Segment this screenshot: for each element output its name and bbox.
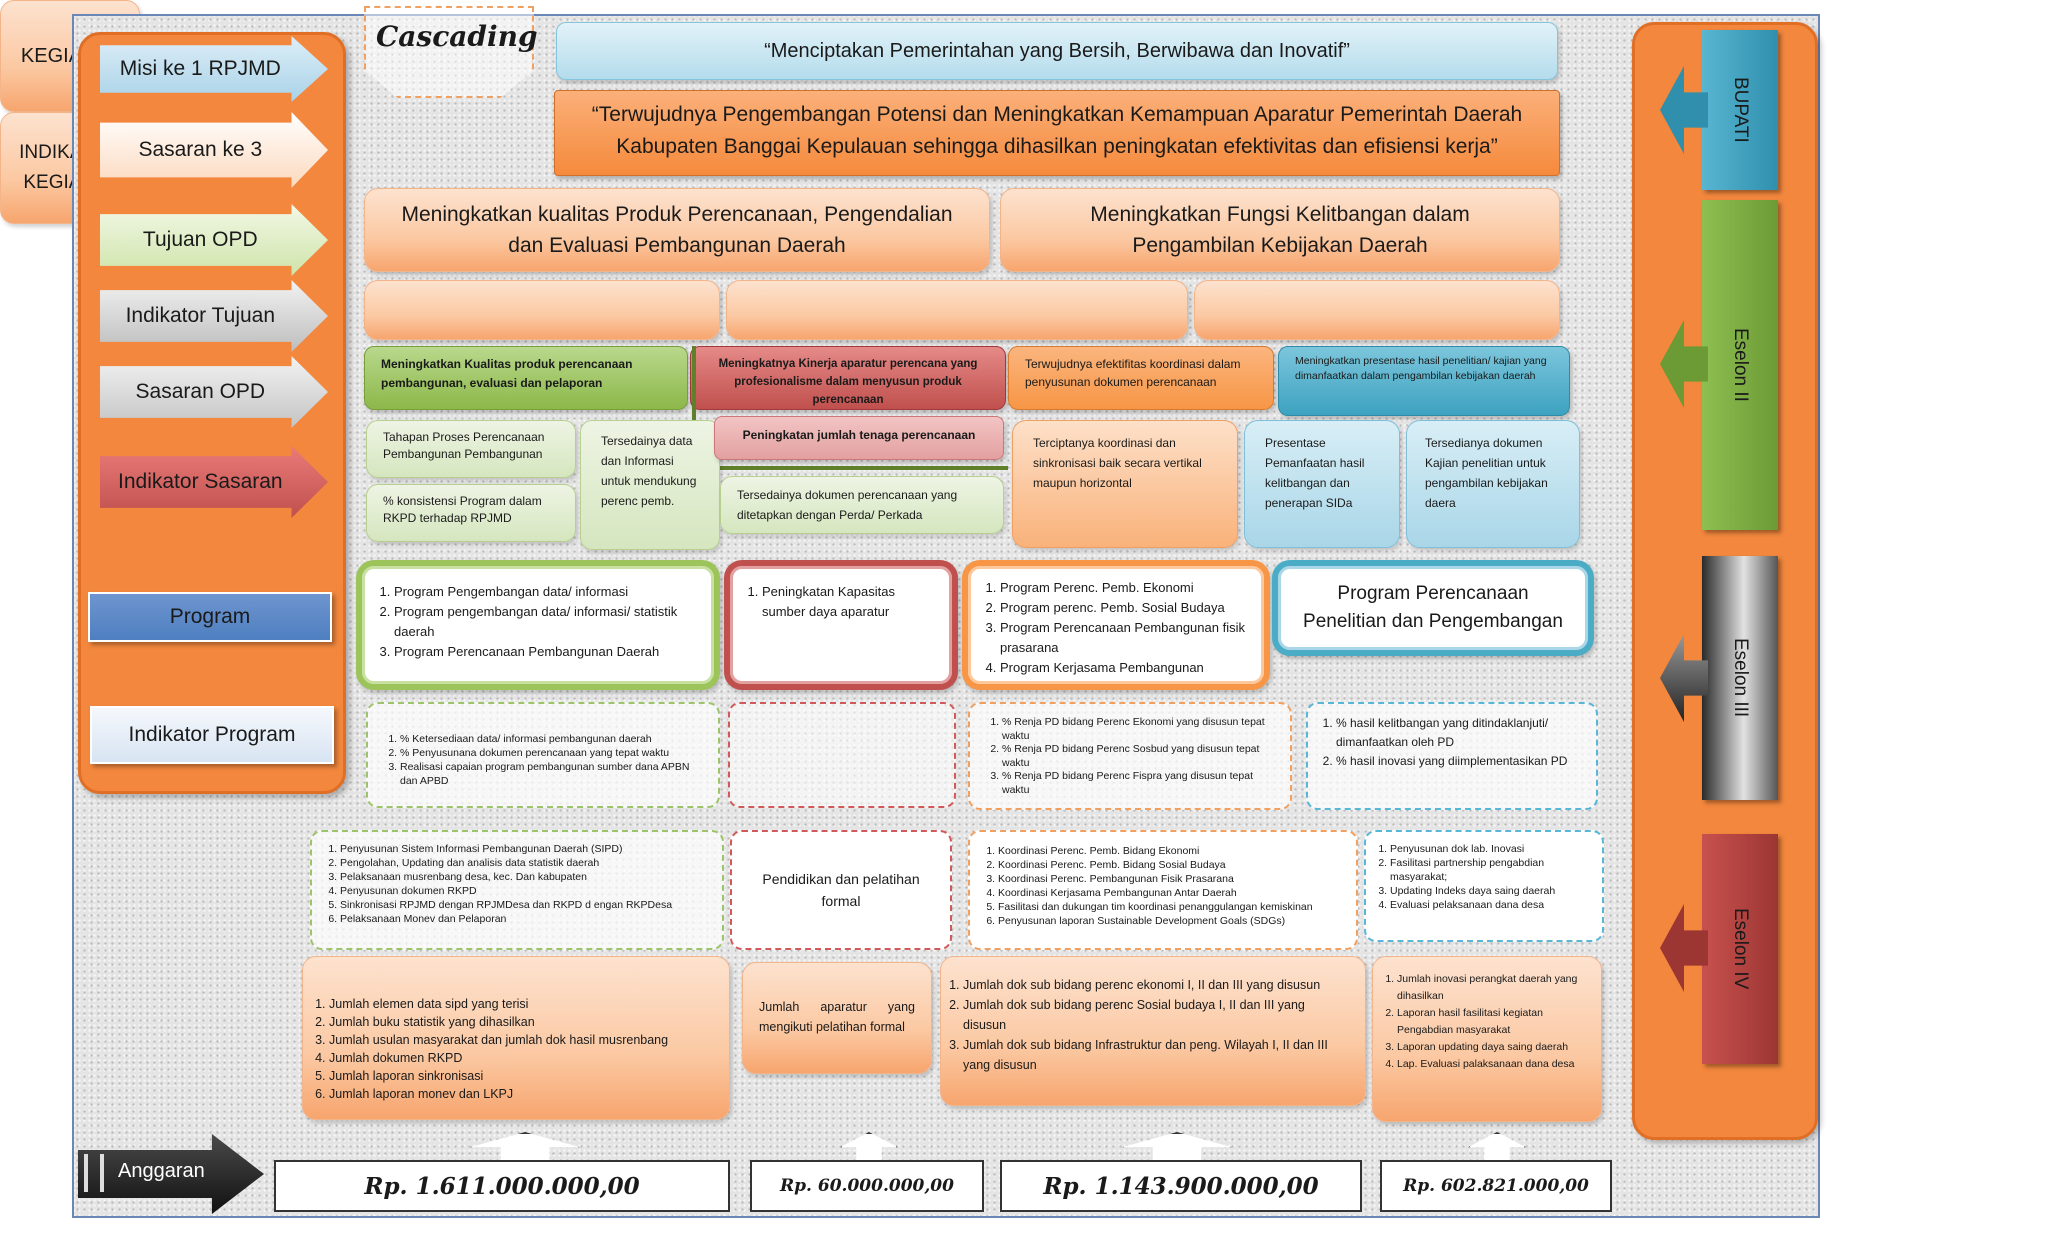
anggaran-value-2: Rp. 60.000.000,00: [750, 1160, 984, 1212]
legend-sasaran: Sasaran ke 3: [100, 112, 328, 188]
kegiatan-orange: Koordinasi Perenc. Pemb. Bidang EkonomiK…: [968, 830, 1358, 950]
indikator-program-red: [728, 702, 956, 808]
legend-indikator-tujuan: Indikator Tujuan: [100, 280, 328, 352]
kegiatan-blue: Penyusunan dok lab. InovasiFasilitasi pa…: [1364, 830, 1604, 942]
page-title: Cascading: [376, 20, 538, 53]
program-box-red: Peningkatan Kapasitas sumber daya aparat…: [724, 560, 958, 690]
program-box-green: Program Pengembangan data/ informasiProg…: [356, 560, 720, 690]
program-box-orange: Program Perenc. Pemb. EkonomiProgram per…: [962, 560, 1270, 690]
visi-box: “Menciptakan Pemerintahan yang Bersih, B…: [556, 22, 1558, 80]
indikator-tujuan-box-2: [726, 280, 1188, 340]
indikator-sasaran-g3: Tersedainya data dan Informasi untuk men…: [580, 420, 720, 550]
misi-box: “Terwujudnya Pengembangan Potensi dan Me…: [554, 90, 1560, 176]
indikator-kegiatan-red: Jumlah aparatur yang mengikuti pelatihan…: [742, 962, 932, 1074]
indikator-program-orange: % Renja PD bidang Perenc Ekonomi yang di…: [968, 702, 1292, 810]
sasaran-opd-4: Meningkatkan presentase hasil penelitian…: [1278, 346, 1570, 416]
indikator-kegiatan-blue: Jumlah inovasi perangkat daerah yang dih…: [1372, 956, 1602, 1122]
indikator-sasaran-g2: % konsistensi Program dalam RKPD terhada…: [366, 484, 576, 542]
indikator-kegiatan-orange: Jumlah dok sub bidang perenc ekonomi I, …: [940, 956, 1366, 1106]
anggaran-value-1: Rp. 1.611.000.000,00: [274, 1160, 730, 1212]
tier-eselon4: Eselon IV: [1702, 834, 1778, 1064]
tier-eselon3: Eselon III: [1702, 556, 1778, 800]
connector-line: [692, 346, 696, 470]
program-list-orange: Program Perenc. Pemb. EkonomiProgram per…: [982, 578, 1250, 678]
tujuan-box-1: Meningkatkan kualitas Produk Perencanaan…: [364, 188, 990, 272]
indikator-sasaran-r1: Peningkatan jumlah tenaga perencanaan: [714, 416, 1004, 460]
indikator-program-blue: % hasil kelitbangan yang ditindaklanjuti…: [1306, 702, 1598, 810]
tujuan-box-2: Meningkatkan Fungsi Kelitbangan dalam Pe…: [1000, 188, 1560, 272]
legend-misi: Misi ke 1 RPJMD: [100, 36, 328, 102]
indikator-sasaran-g4: Tersedainya dokumen perencanaan yang dit…: [720, 476, 1004, 534]
title-badge: [364, 6, 534, 98]
indikator-program-green: % Ketersediaan data/ informasi pembangun…: [366, 702, 720, 808]
indikator-kegiatan-green: Jumlah elemen data sipd yang terisiJumla…: [302, 956, 730, 1120]
anggaran-value-4: Rp. 602.821.000,00: [1380, 1160, 1612, 1212]
legend-program: Program: [88, 592, 332, 642]
anggaran-value-3: Rp. 1.143.900.000,00: [1000, 1160, 1362, 1212]
legend-sasaran-opd: Sasaran OPD: [100, 356, 328, 428]
indikator-sasaran-b2: Tersedianya dokumen Kajian penelitian un…: [1406, 420, 1580, 548]
program-box-blue: Program Perencanaan Penelitian dan Penge…: [1272, 560, 1594, 656]
tier-eselon2: Eselon II: [1702, 200, 1778, 530]
connector-line: [692, 466, 1008, 470]
indikator-sasaran-o1: Terciptanya koordinasi dan sinkronisasi …: [1012, 420, 1238, 548]
legend-tujuan-opd: Tujuan OPD: [100, 204, 328, 276]
indikator-tujuan-box-3: [1194, 280, 1560, 340]
indikator-sasaran-g1: Tahapan Proses Perencanaan Pembangunan P…: [366, 420, 576, 478]
program-list-red: Peningkatan Kapasitas sumber daya aparat…: [744, 582, 938, 622]
program-list-green: Program Pengembangan data/ informasiProg…: [376, 582, 700, 662]
sasaran-opd-2: Meningkatnya Kinerja aparatur perencana …: [690, 346, 1006, 410]
legend-indikator-program: Indikator Program: [90, 706, 334, 764]
anggaran-label: Anggaran: [118, 1160, 205, 1182]
legend-indikator-sasaran: Indikator Sasaran: [100, 446, 328, 518]
sasaran-opd-1: Meningkatkan Kualitas produk perencanaan…: [364, 346, 688, 410]
kegiatan-green: Penyusunan Sistem Informasi Pembangunan …: [310, 830, 724, 950]
sasaran-opd-3: Terwujudnya efektifitas koordinasi dalam…: [1008, 346, 1274, 410]
anggaran-stripes: [84, 1154, 104, 1192]
indikator-sasaran-b1: Presentase Pemanfaatan hasil kelitbangan…: [1244, 420, 1400, 548]
indikator-tujuan-box-1: [364, 280, 720, 340]
tier-bupati: BUPATI: [1702, 30, 1778, 190]
kegiatan-red: Pendidikan dan pelatihan formal: [730, 830, 952, 950]
